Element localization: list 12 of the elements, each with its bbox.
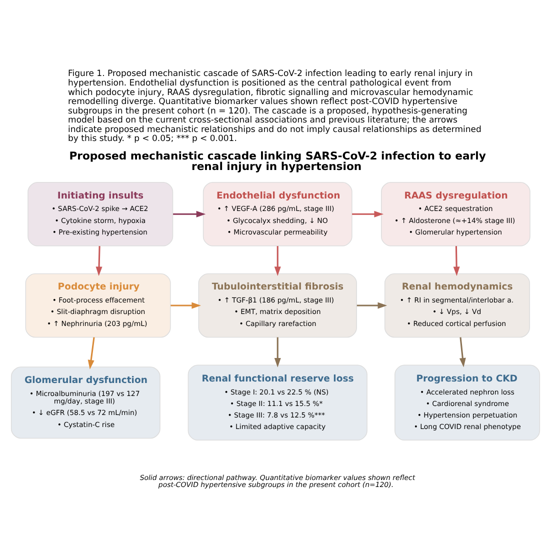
- arrow: [274, 336, 281, 367]
- arrow: [356, 302, 388, 308]
- arrow: [274, 246, 281, 276]
- arrow: [352, 210, 384, 217]
- diagram-title: Proposed mechanistic cascade linking SARS-CoV-2 infection to early renal injury in hypertension: [69, 148, 486, 173]
- arrow: [170, 302, 201, 308]
- arrow: [459, 336, 466, 367]
- arrow: [96, 246, 102, 276]
- arrow: [453, 246, 460, 276]
- arrow: [88, 336, 95, 369]
- caption: Figure 1. Proposed mechanistic cascade of SARS-CoV-2 infection leading to early renal injury in hypertension. Endothelial dysfunction is positioned as the central pathological event from which podocyte injury, RAAS dysregulation, fibrotic signalling and microvascular hemodynamic remodelling diverge. Quantitative biomarker values shown reflect post-COVID hypertensive subgroups in the present cohort (n = 120). The cascade is a proposed, hypothesis-generating model based on the current cross-sectional associations and previous literature; the arrows indicate proposed mechanistic relationships and do not imply causal relationships as determined by this study. * p < 0.05; *** p < 0.001.: [68, 68, 482, 144]
- arrow: [173, 210, 206, 217]
